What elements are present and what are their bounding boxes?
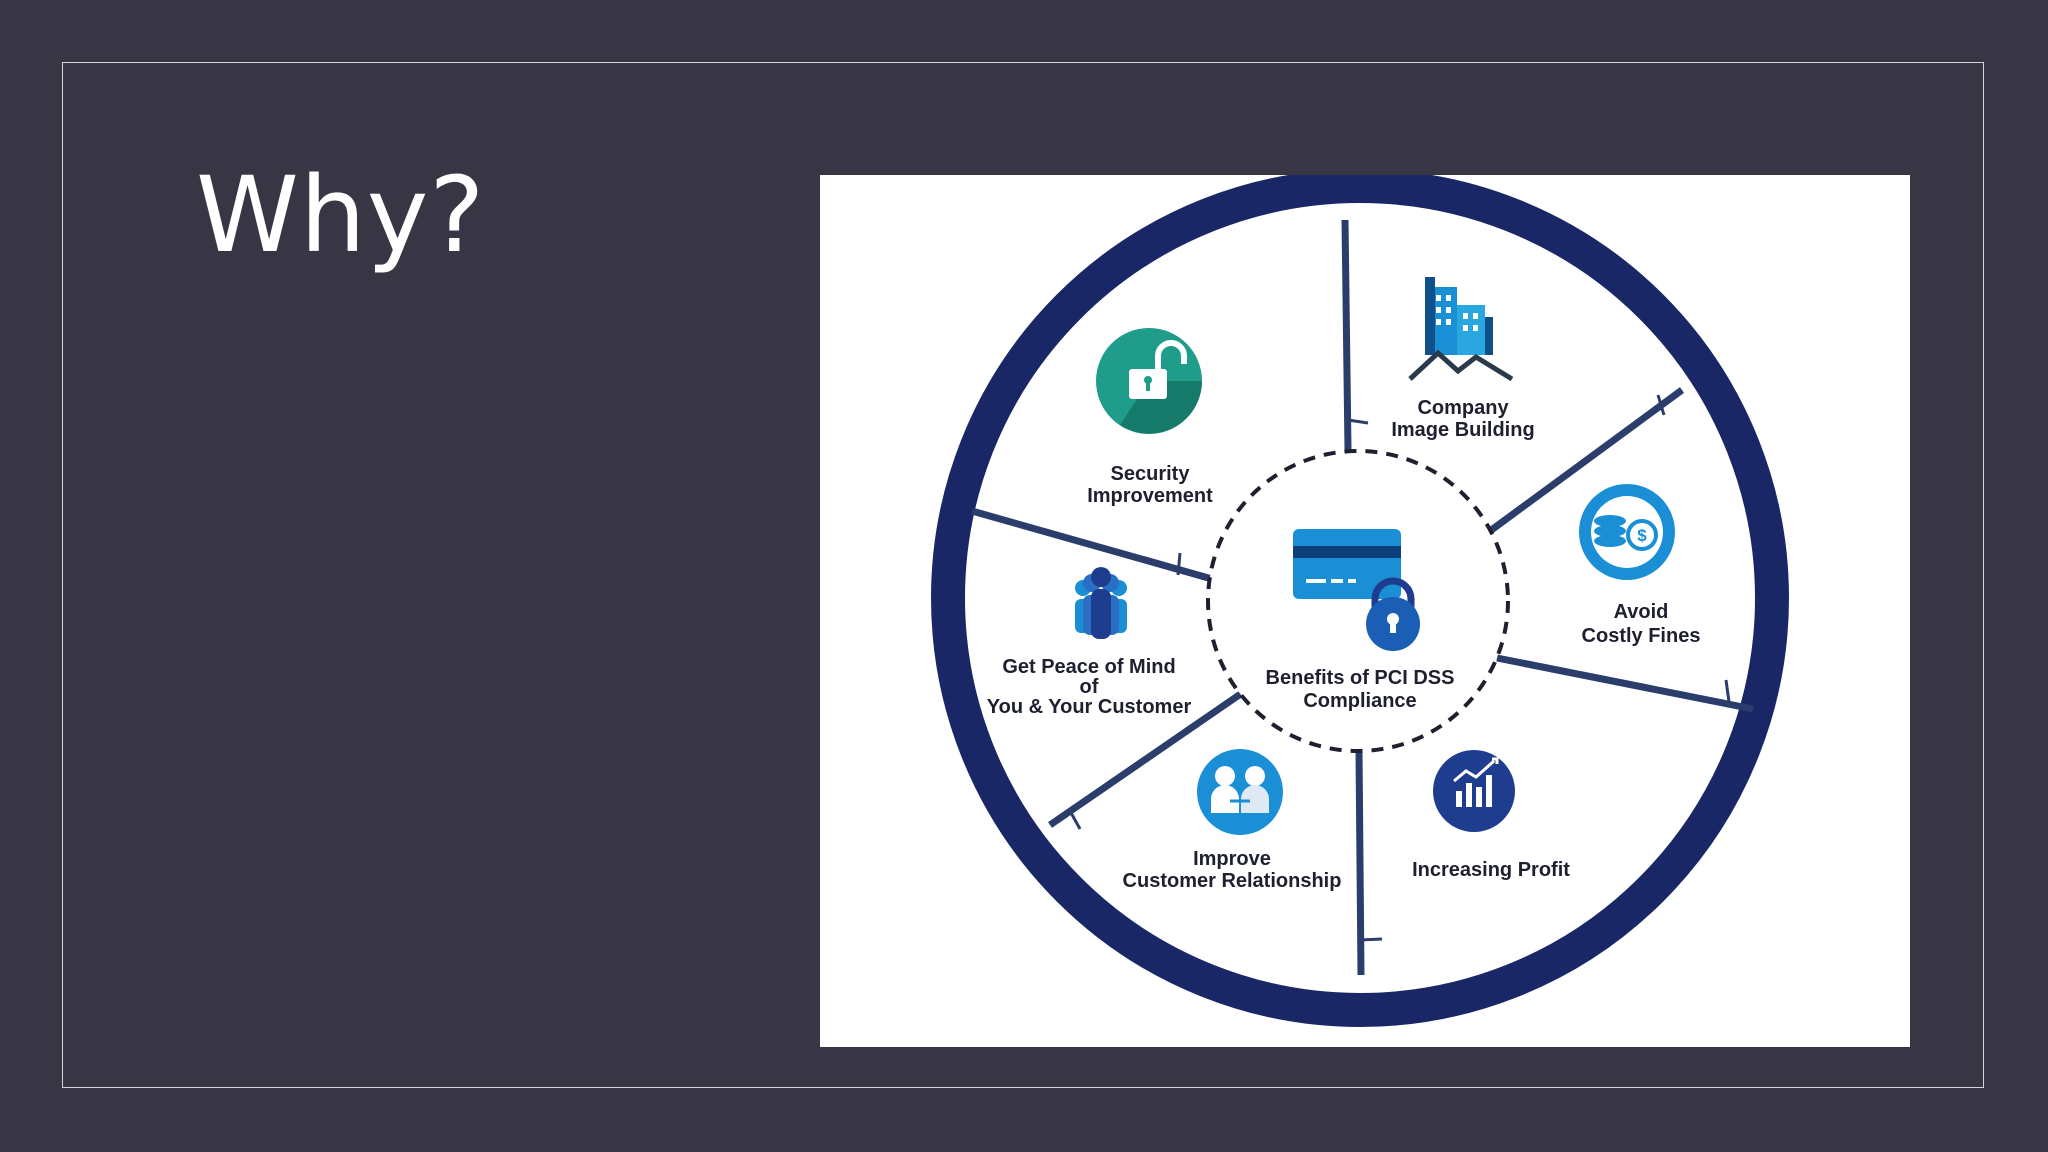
segment-peace-of-mind: Get Peace of Mind of You & Your Customer <box>987 567 1192 718</box>
center-dashed-circle <box>1206 449 1510 753</box>
segment-customer-relationship-line2: Customer Relationship <box>1123 870 1342 892</box>
diagram-panel: Benefits of PCI DSS Compliance Security … <box>820 175 1910 1047</box>
svg-text:$: $ <box>1637 526 1647 545</box>
wheel-dividers <box>971 219 1754 976</box>
segment-profit-line1: Increasing Profit <box>1412 859 1570 881</box>
divider-top <box>1341 219 1352 451</box>
pci-benefits-wheel: Benefits of PCI DSS Compliance Security … <box>931 175 1789 1027</box>
segment-peace-of-mind-line3: You & Your Customer <box>987 696 1192 718</box>
segment-peace-of-mind-line1: Get Peace of Mind <box>1002 656 1175 678</box>
slide-frame <box>62 62 1984 1088</box>
segment-security-line1: Security <box>1111 463 1191 485</box>
outer-ring <box>931 175 1789 1027</box>
segment-security: Security Improvement <box>1087 328 1213 507</box>
divider-bottom <box>1355 749 1365 976</box>
segment-avoid-fines-line2: Costly Fines <box>1582 625 1701 647</box>
divider-lower-left <box>1048 690 1244 828</box>
segment-avoid-fines-line1: Avoid <box>1614 601 1669 623</box>
divider-lower-right <box>1496 654 1754 713</box>
center-label-line1: Benefits of PCI DSS <box>1266 667 1455 689</box>
buildings-icon <box>1408 277 1514 382</box>
center-label-line2: Compliance <box>1303 690 1416 712</box>
people-group-icon <box>1075 567 1127 639</box>
segment-customer-relationship: Improve Customer Relationship <box>1123 749 1342 892</box>
segment-company-image: Company Image Building <box>1391 277 1535 441</box>
segment-company-image-line1: Company <box>1417 397 1509 419</box>
segment-avoid-fines: $ Avoid Costly Fines <box>1579 484 1700 647</box>
segment-profit: Increasing Profit <box>1412 750 1570 881</box>
divider-upper-left <box>971 507 1213 583</box>
credit-card-lock-icon <box>1293 529 1420 651</box>
divider-notches <box>1068 394 1731 942</box>
coins-dollar-icon: $ <box>1579 484 1675 580</box>
segment-company-image-line2: Image Building <box>1391 419 1534 441</box>
unlocked-padlock-icon <box>1096 328 1202 434</box>
segment-customer-relationship-line1: Improve <box>1193 848 1271 870</box>
segment-peace-of-mind-line2: of <box>1080 676 1099 698</box>
handshake-people-icon <box>1197 749 1283 835</box>
segment-security-line2: Improvement <box>1087 485 1213 507</box>
rising-bar-chart-icon <box>1433 750 1515 832</box>
divider-upper-right <box>1487 387 1685 534</box>
slide-title: Why? <box>196 154 486 276</box>
